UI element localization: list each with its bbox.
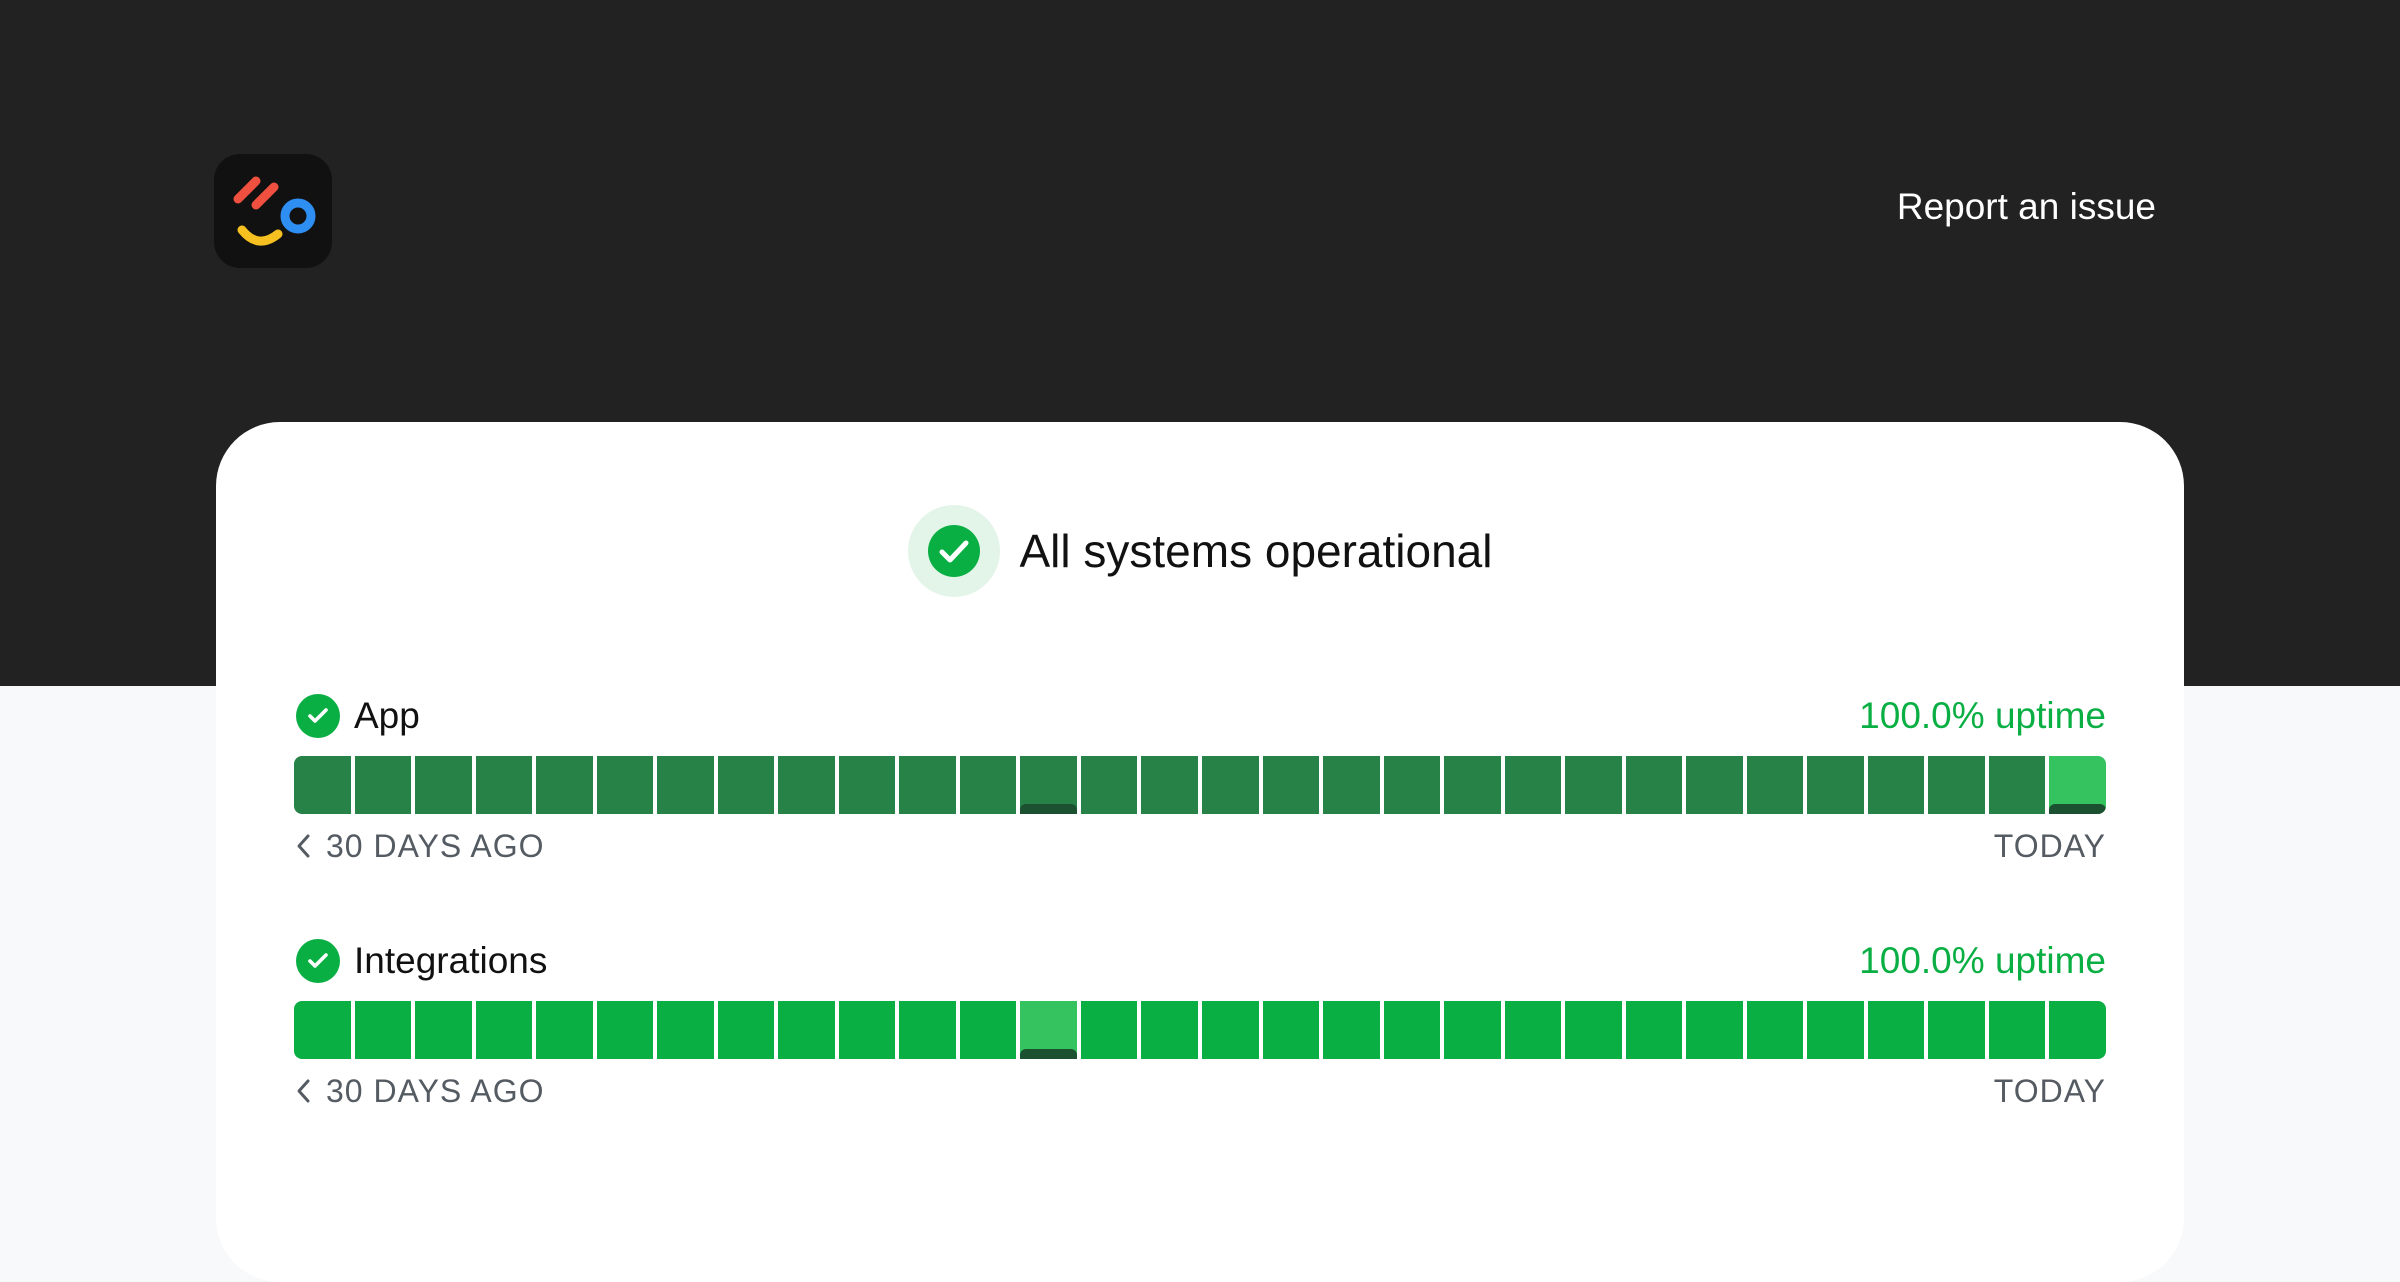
uptime-day-bar[interactable] [1928, 756, 1985, 814]
range-end-label: TODAY [1993, 828, 2106, 864]
uptime-day-bar[interactable] [899, 756, 956, 814]
uptime-day-bar[interactable] [1988, 1001, 2046, 1059]
uptime-day-bar[interactable] [1686, 1001, 1743, 1059]
uptime-day-bar[interactable] [778, 756, 835, 814]
uptime-day-bar[interactable] [1201, 1001, 1259, 1059]
uptime-bars [294, 1001, 2106, 1059]
uptime-day-bar[interactable] [536, 1001, 593, 1059]
incident-marker [1020, 1049, 1077, 1059]
chevron-left-icon[interactable] [294, 1077, 312, 1105]
uptime-day-bar[interactable] [1323, 756, 1380, 814]
incident-marker [2049, 804, 2106, 814]
status-header: All systems operational [216, 504, 2184, 598]
uptime-day-bar[interactable] [1020, 756, 1077, 814]
component-name: Integrations [354, 940, 548, 981]
uptime-day-bar[interactable] [415, 756, 472, 814]
uptime-day-bar[interactable] [838, 1001, 896, 1059]
check-circle-icon [907, 505, 1000, 597]
uptime-day-bar[interactable] [838, 756, 896, 814]
uptime-day-bar[interactable] [1625, 756, 1683, 814]
uptime-day-bar[interactable] [1746, 1001, 1804, 1059]
uptime-day-bar[interactable] [1383, 1001, 1441, 1059]
uptime-day-bar[interactable] [294, 1001, 351, 1059]
range-start-label: 30 DAYS AGO [326, 1072, 545, 1109]
uptime-day-bar[interactable] [1080, 1001, 1138, 1059]
uptime-day-bar[interactable] [1867, 756, 1925, 814]
component-integrations: Integrations 100.0% uptime 30 DAYS AGO T… [294, 933, 2106, 1109]
uptime-day-bar[interactable] [2049, 1001, 2106, 1059]
uptime-day-bar[interactable] [1383, 756, 1441, 814]
chevron-left-icon[interactable] [294, 832, 312, 860]
uptime-day-bar[interactable] [1807, 756, 1864, 814]
uptime-day-bar[interactable] [415, 1001, 472, 1059]
status-title: All systems operational [1019, 525, 1493, 577]
component-name: App [354, 695, 420, 736]
uptime-day-bar[interactable] [1625, 1001, 1683, 1059]
range-start-label: 30 DAYS AGO [326, 827, 545, 864]
uptime-day-bar[interactable] [1323, 1001, 1380, 1059]
report-issue-link[interactable]: Report an issue [1896, 186, 2156, 227]
status-card: All systems operational App 100.0% uptim… [216, 422, 2184, 1282]
uptime-day-bar[interactable] [1565, 756, 1622, 814]
uptime-day-bar[interactable] [294, 756, 351, 814]
uptime-day-bar[interactable] [1867, 1001, 1925, 1059]
check-circle-icon [296, 694, 340, 738]
uptime-day-bar[interactable] [1201, 756, 1259, 814]
uptime-axis: 30 DAYS AGO TODAY [294, 1069, 2106, 1113]
uptime-day-bar[interactable] [1444, 756, 1501, 814]
uptime-bars [294, 756, 2106, 814]
uptime-day-bar[interactable] [354, 1001, 412, 1059]
uptime-day-bar[interactable] [1504, 1001, 1562, 1059]
uptime-day-bar[interactable] [959, 1001, 1017, 1059]
uptime-day-bar[interactable] [1262, 756, 1320, 814]
uptime-day-bar[interactable] [899, 1001, 956, 1059]
uptime-day-bar[interactable] [717, 756, 775, 814]
uptime-day-bar[interactable] [1020, 1001, 1077, 1059]
uptime-day-bar[interactable] [354, 756, 412, 814]
uptime-day-bar[interactable] [1080, 756, 1138, 814]
uptime-day-bar[interactable] [1928, 1001, 1985, 1059]
uptime-day-bar[interactable] [657, 756, 714, 814]
uptime-axis: 30 DAYS AGO TODAY [294, 824, 2106, 868]
uptime-day-bar[interactable] [1565, 1001, 1622, 1059]
uptime-day-bar[interactable] [778, 1001, 835, 1059]
uptime-percentage: 100.0% uptime [1859, 695, 2106, 736]
uptime-day-bar[interactable] [475, 1001, 533, 1059]
range-end-label: TODAY [1993, 1073, 2106, 1109]
uptime-day-bar[interactable] [2049, 756, 2106, 814]
component-app: App 100.0% uptime 30 DAYS AGO TODAY [294, 688, 2106, 864]
uptime-day-bar[interactable] [536, 756, 593, 814]
uptime-day-bar[interactable] [1807, 1001, 1864, 1059]
uptime-day-bar[interactable] [1686, 756, 1743, 814]
uptime-day-bar[interactable] [1444, 1001, 1501, 1059]
incident-marker [1020, 804, 1077, 814]
check-circle-icon [296, 939, 340, 983]
uptime-day-bar[interactable] [959, 756, 1017, 814]
uptime-day-bar[interactable] [1504, 756, 1562, 814]
uptime-day-bar[interactable] [717, 1001, 775, 1059]
app-logo-icon[interactable] [214, 154, 332, 268]
uptime-day-bar[interactable] [1262, 1001, 1320, 1059]
uptime-day-bar[interactable] [596, 756, 654, 814]
uptime-day-bar[interactable] [657, 1001, 714, 1059]
uptime-day-bar[interactable] [1746, 756, 1804, 814]
uptime-day-bar[interactable] [1141, 756, 1198, 814]
uptime-day-bar[interactable] [596, 1001, 654, 1059]
uptime-day-bar[interactable] [1988, 756, 2046, 814]
uptime-percentage: 100.0% uptime [1859, 940, 2106, 981]
uptime-day-bar[interactable] [475, 756, 533, 814]
uptime-day-bar[interactable] [1141, 1001, 1198, 1059]
